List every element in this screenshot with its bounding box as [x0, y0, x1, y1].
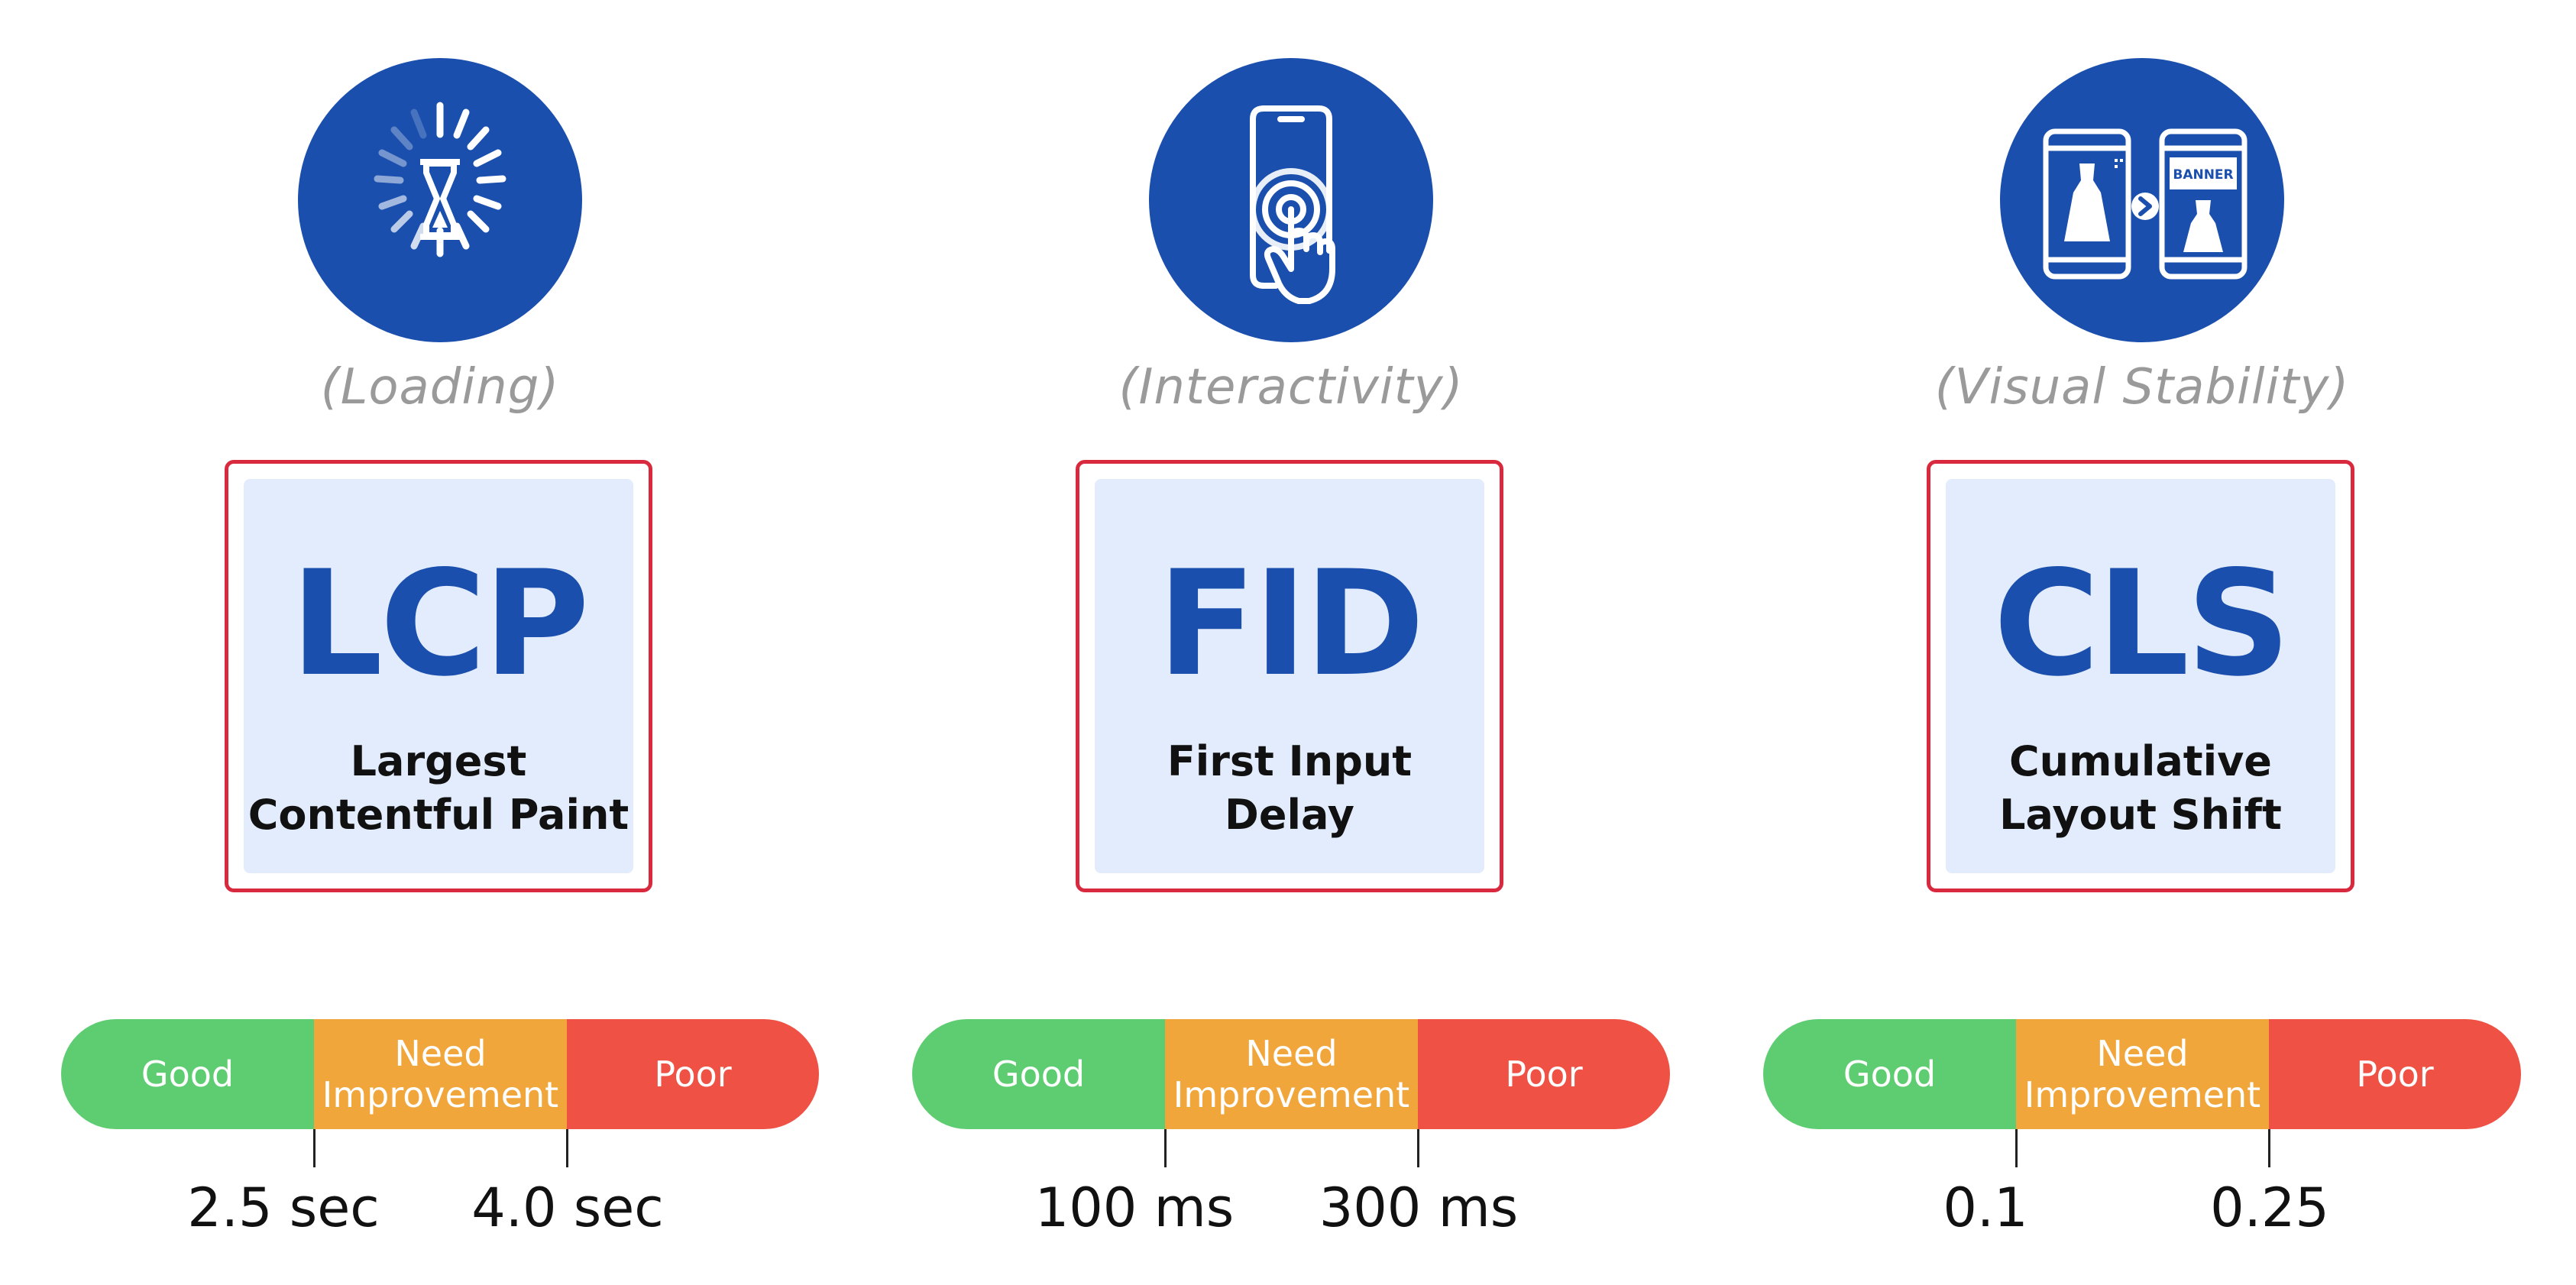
metric-card-cls: CLS Cumulative Layout Shift — [1927, 460, 2354, 892]
segment-need-label-line-2: Improvement — [322, 1074, 559, 1115]
metric-card-fid: FID First Input Delay — [1076, 460, 1503, 892]
threshold-bar: Good Need Improvement Poor — [61, 1019, 819, 1129]
metric-acronym: CLS — [1993, 539, 2290, 708]
tick-good-boundary — [1164, 1129, 1167, 1167]
category-label: (Interactivity) — [1118, 359, 1464, 416]
threshold-good-value: 2.5 sec — [187, 1177, 380, 1239]
threshold-poor-value: 0.25 — [2210, 1177, 2329, 1239]
tick-poor-boundary — [2268, 1129, 2270, 1167]
metric-card-inner: FID First Input Delay — [1095, 479, 1484, 873]
segment-good: Good — [1763, 1019, 2016, 1129]
category-label: (Visual Stability) — [1934, 359, 2350, 416]
segment-poor: Poor — [567, 1019, 819, 1129]
segment-good-label: Good — [1843, 1054, 1937, 1095]
hourglass-loading-icon — [298, 58, 582, 342]
segment-good-label: Good — [141, 1054, 235, 1095]
metric-name-line-1: Largest — [350, 737, 527, 785]
segment-poor-label: Poor — [2356, 1054, 2434, 1095]
metric-full-name: First Input Delay — [1095, 735, 1484, 842]
metric-card-lcp: LCP Largest Contentful Paint — [225, 460, 652, 892]
metric-full-name: Largest Contentful Paint — [244, 735, 633, 842]
segment-good: Good — [61, 1019, 314, 1129]
tick-good-boundary — [2015, 1129, 2018, 1167]
threshold-good-value: 0.1 — [1943, 1177, 2028, 1239]
segment-poor: Poor — [2269, 1019, 2521, 1129]
segment-need-improvement: Need Improvement — [2016, 1019, 2269, 1129]
category-label: (Loading) — [320, 359, 560, 416]
metric-name-line-2: Contentful Paint — [248, 791, 629, 839]
segment-good: Good — [912, 1019, 1165, 1129]
tick-poor-boundary — [1417, 1129, 1419, 1167]
tick-poor-boundary — [566, 1129, 568, 1167]
metric-column-lcp: (Loading) LCP Largest Contentful Paint G… — [61, 0, 825, 1285]
segment-poor-label: Poor — [1505, 1054, 1583, 1095]
metric-card-inner: CLS Cumulative Layout Shift — [1946, 479, 2335, 873]
threshold-poor-value: 300 ms — [1319, 1177, 1519, 1239]
threshold-poor-value: 4.0 sec — [471, 1177, 664, 1239]
metric-column-fid: (Interactivity) FID First Input Delay Go… — [912, 0, 1676, 1285]
segment-need-label-line-2: Improvement — [1173, 1074, 1410, 1115]
metric-name-line-1: Cumulative — [2009, 737, 2272, 785]
metric-full-name: Cumulative Layout Shift — [1946, 735, 2335, 842]
threshold-good-value: 100 ms — [1034, 1177, 1235, 1239]
tick-good-boundary — [313, 1129, 316, 1167]
segment-need-improvement: Need Improvement — [1165, 1019, 1418, 1129]
metric-name-line-1: First Input — [1167, 737, 1413, 785]
threshold-bar: Good Need Improvement Poor — [1763, 1019, 2521, 1129]
phone-tap-icon — [1149, 58, 1433, 342]
segment-need-improvement: Need Improvement — [314, 1019, 567, 1129]
metric-card-inner: LCP Largest Contentful Paint — [244, 479, 633, 873]
metric-name-line-2: Layout Shift — [1999, 791, 2282, 839]
segment-need-label-line-2: Improvement — [2024, 1074, 2261, 1115]
segment-need-label-line-1: Need — [2096, 1033, 2189, 1074]
banner-text: BANNER — [2173, 167, 2233, 183]
metric-column-cls: BANNER (Visual Stability) CLS Cumulative… — [1763, 0, 2527, 1285]
threshold-bar: Good Need Improvement Poor — [912, 1019, 1670, 1129]
segment-need-label-line-1: Need — [1245, 1033, 1338, 1074]
segment-poor: Poor — [1418, 1019, 1670, 1129]
segment-poor-label: Poor — [654, 1054, 732, 1095]
segment-good-label: Good — [992, 1054, 1086, 1095]
metric-acronym: LCP — [290, 539, 590, 708]
segment-need-label-line-1: Need — [394, 1033, 487, 1074]
phones-banner-shift-icon: BANNER — [2000, 58, 2284, 342]
metric-acronym: FID — [1157, 539, 1425, 708]
metric-name-line-2: Delay — [1225, 791, 1354, 839]
